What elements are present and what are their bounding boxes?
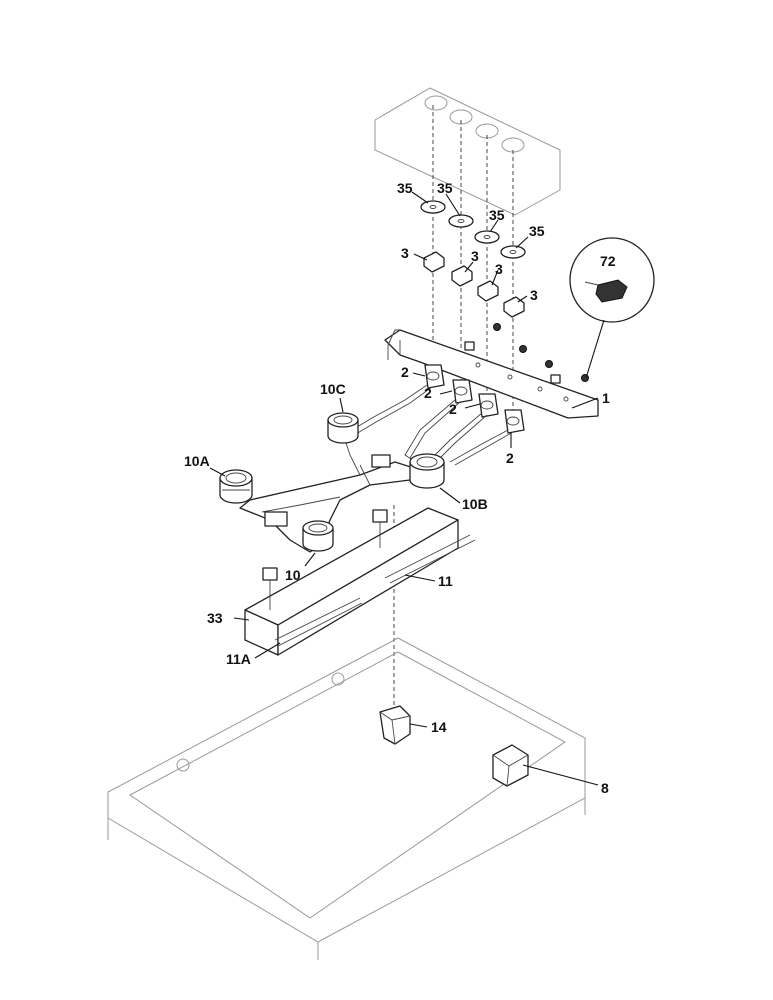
callout-11: 11 (438, 573, 453, 589)
spark-module-8 (492, 744, 529, 787)
manifold-bar (384, 329, 599, 419)
callout-35c: 35 (489, 207, 505, 223)
washer-35-group (420, 200, 526, 259)
support-bracket-33 (244, 507, 459, 656)
callout-2b: 2 (424, 385, 432, 401)
callout-2c: 2 (449, 401, 457, 417)
burner-10 (302, 520, 334, 552)
callout-3a: 3 (401, 245, 409, 261)
burner-10a (219, 469, 253, 504)
burner-frame (239, 439, 421, 553)
chassis-tray (107, 637, 586, 960)
callout-33: 33 (207, 610, 223, 626)
callout-10: 10 (285, 567, 301, 583)
screw-group (493, 323, 589, 382)
callout-35a: 35 (397, 180, 413, 196)
callout-2d: 2 (506, 450, 514, 466)
heat-shield-11a (274, 597, 363, 647)
callout-1: 1 (602, 390, 610, 406)
callout-2a: 2 (401, 364, 409, 380)
burner-10c (327, 412, 359, 444)
callout-8: 8 (601, 780, 609, 796)
callout-14: 14 (431, 719, 447, 735)
callout-3b: 3 (471, 248, 479, 264)
heat-shield-11 (384, 534, 476, 584)
leader-lines (209, 191, 599, 786)
callout-35b: 35 (437, 180, 453, 196)
valve-2-group (424, 364, 525, 434)
callout-10a: 10A (184, 453, 210, 469)
callout-3c: 3 (495, 261, 503, 277)
callout-35d: 35 (529, 223, 545, 239)
callout-11a: 11A (226, 651, 251, 667)
callout-10c: 10C (320, 381, 346, 397)
callout-3d: 3 (530, 287, 538, 303)
callout-10b: 10B (462, 496, 488, 512)
burner-10b (409, 453, 445, 489)
detail-inset-72 (569, 237, 655, 379)
callout-72: 72 (600, 253, 616, 269)
igniter-module-14 (379, 705, 411, 745)
clip-3-group (423, 251, 525, 318)
callout-labels: 35 35 35 35 3 3 3 3 72 1 2 2 2 2 10C 10A… (184, 180, 616, 796)
